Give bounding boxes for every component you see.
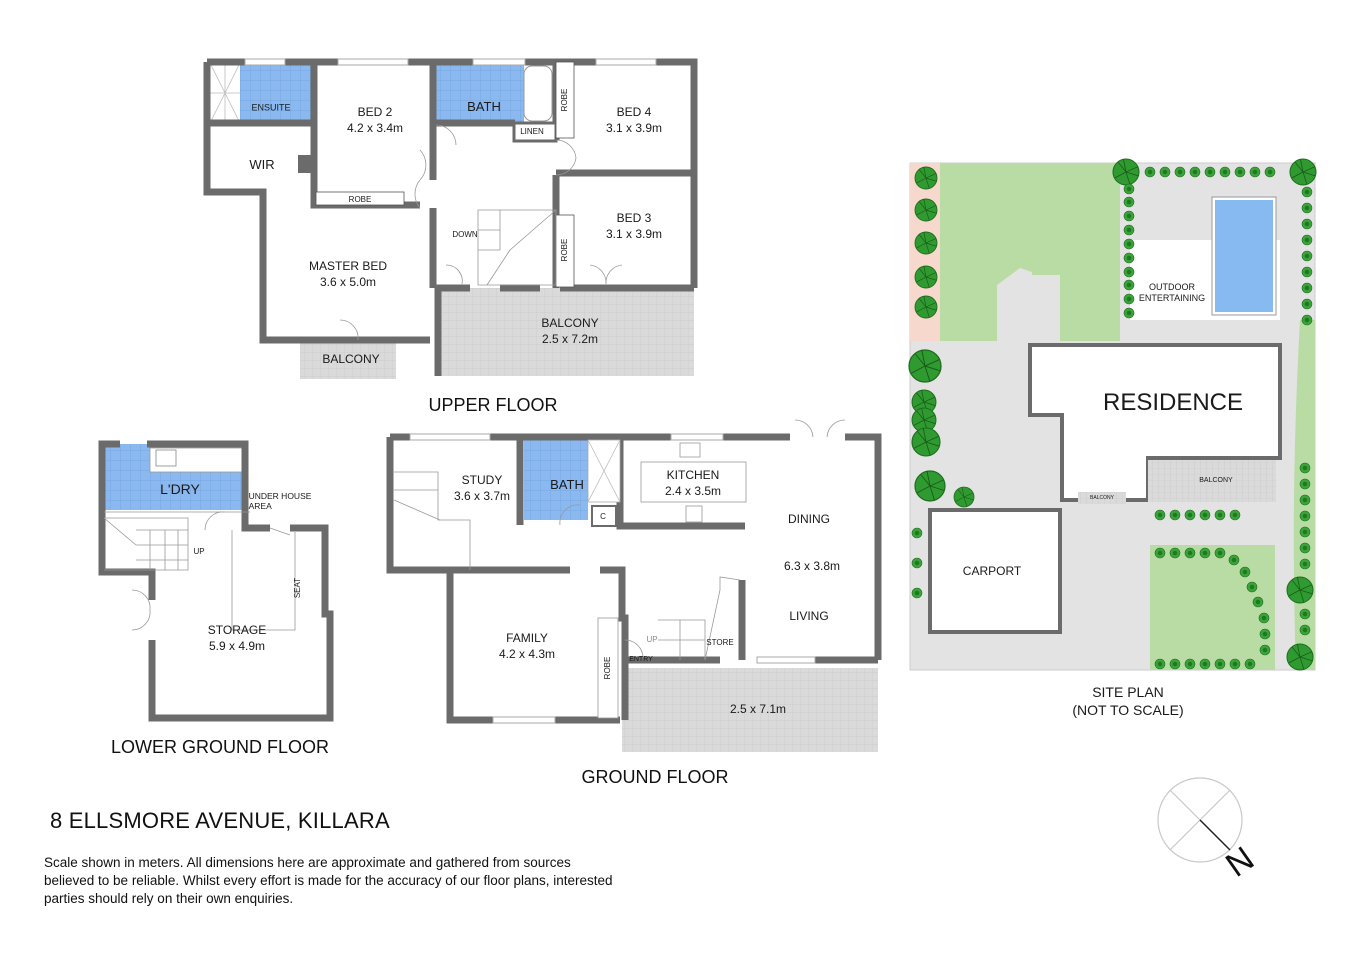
carport-label: CARPORT <box>962 564 1022 578</box>
ground-balcony <box>622 668 878 752</box>
upper-balcony-small <box>300 343 396 379</box>
site-balcony-large: BALCONY <box>1199 477 1233 484</box>
seat: SEAT <box>293 577 302 599</box>
ground-floor-title: GROUND FLOOR <box>581 767 729 787</box>
upper-bath-tiles <box>436 63 524 123</box>
robe-family: ROBE <box>603 656 612 680</box>
room-laundry: L'DRY <box>160 481 200 497</box>
linen-cupboard: LINEN <box>520 127 544 136</box>
upper-balcony-small-label: BALCONY <box>322 352 380 366</box>
site-plan <box>908 158 1317 670</box>
room-upper-bath: BATH <box>467 99 501 114</box>
lower-ground-floor-title: LOWER GROUND FLOOR <box>110 737 330 757</box>
upper-balcony-large <box>438 288 694 376</box>
upper-floor-plan <box>203 58 698 379</box>
stairs-up: UP <box>193 547 205 556</box>
room-wir: WIR <box>249 157 275 172</box>
cupboard: C <box>600 512 606 521</box>
room-dining: DINING <box>788 512 830 526</box>
room-ensuite: ENSUITE <box>251 102 291 113</box>
stairs-up-ground: UP <box>646 635 658 644</box>
robe-bed-2: ROBE <box>348 195 372 204</box>
stairs-down: DOWN <box>452 230 478 239</box>
ground-floor-plan <box>386 419 882 752</box>
room-ground-bath: BATH <box>550 477 584 492</box>
property-address: 8 ELLSMORE AVENUE, KILLARA <box>50 808 390 833</box>
site-plan-title: SITE PLAN(NOT TO SCALE) <box>1072 684 1184 718</box>
store: STORE <box>706 638 734 647</box>
lower-ground-floor-plan <box>98 440 334 722</box>
room-living: LIVING <box>789 609 829 623</box>
dining-living-dimensions: 6.3 x 3.8m <box>783 559 841 573</box>
ground-balcony-label: 2.5 x 7.1m <box>729 702 787 716</box>
robe-bed-3: ROBE <box>560 238 569 262</box>
robe-bed-4: ROBE <box>560 88 569 112</box>
entry: ENTRY <box>629 656 653 663</box>
site-balcony-small: BALCONY <box>1090 495 1114 501</box>
ground-bath-tiles <box>524 440 588 520</box>
residence-label: RESIDENCE <box>1102 389 1244 416</box>
upper-floor-title: UPPER FLOOR <box>428 395 558 415</box>
compass-icon <box>1157 777 1243 863</box>
disclaimer-text: Scale shown in meters. All dimensions he… <box>44 855 613 906</box>
